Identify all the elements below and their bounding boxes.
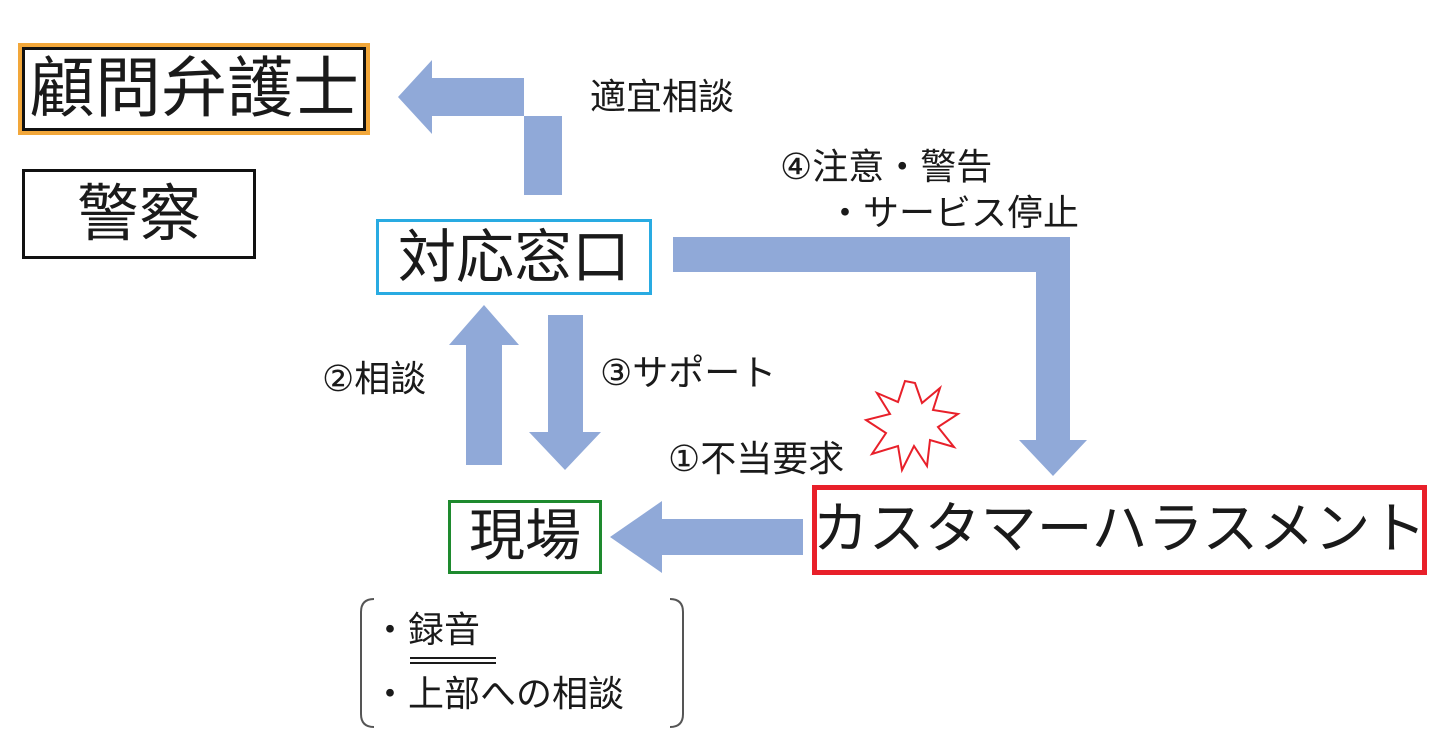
site-action-recording: ・録音	[372, 610, 481, 651]
node-police-label: 警察	[76, 177, 201, 250]
label-warning-line2: ・サービス停止	[827, 193, 1080, 234]
arrow-counter-to-lawyer	[398, 60, 562, 195]
node-counter: 対応窓口	[376, 219, 652, 295]
label-unfair-demand: ①不当要求	[668, 439, 845, 480]
node-police: 警察	[22, 169, 256, 259]
arrow-site-to-counter	[449, 305, 519, 465]
node-counter-label: 対応窓口	[397, 223, 630, 291]
node-site-label: 現場	[469, 504, 581, 569]
label-consult: ②相談	[322, 359, 427, 400]
arrow-counter-to-harassment	[673, 237, 1087, 476]
label-support: ③サポート	[600, 353, 777, 394]
burst-icon	[863, 379, 961, 474]
node-site: 現場	[448, 500, 602, 574]
recording-double-underline	[410, 657, 496, 664]
bracket-left	[360, 598, 375, 728]
arrow-harassment-to-site	[610, 501, 803, 573]
node-lawyer: 顧問弁護士	[18, 43, 370, 135]
node-harassment: カスタマーハラスメント	[812, 485, 1427, 575]
node-lawyer-label: 顧問弁護士	[29, 50, 359, 127]
bracket-right	[669, 598, 684, 728]
node-harassment-label: カスタマーハラスメント	[812, 497, 1427, 562]
arrow-counter-to-site	[529, 315, 601, 470]
label-consult-as-needed: 適宜相談	[590, 77, 735, 118]
site-action-escalate: ・上部への相談	[372, 674, 625, 715]
label-warning-line1: ④注意・警告	[780, 147, 993, 188]
